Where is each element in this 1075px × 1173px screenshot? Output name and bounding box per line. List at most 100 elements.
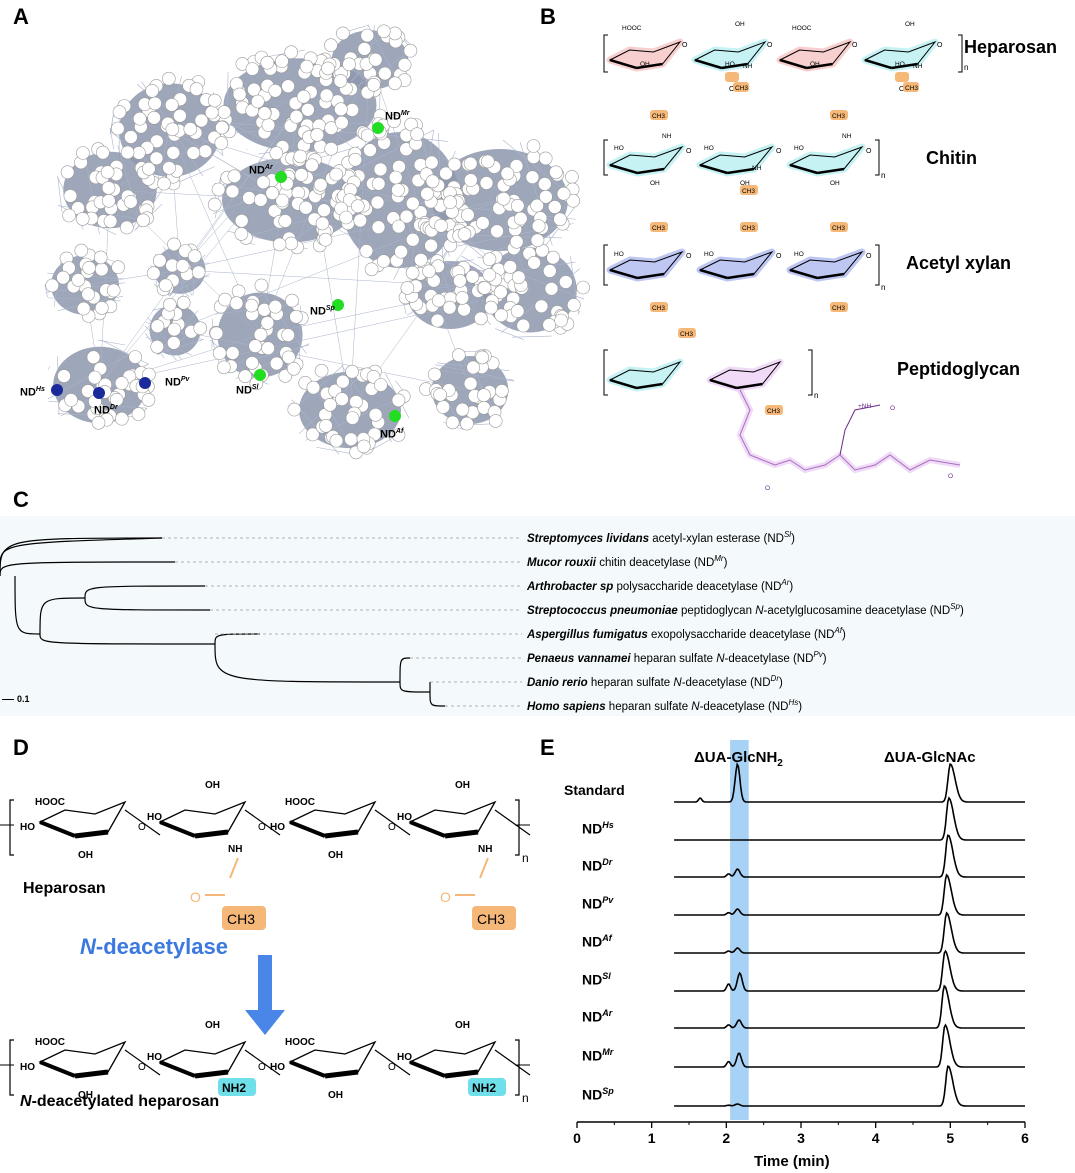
atom-label: HOOC	[792, 25, 812, 32]
network-node	[510, 199, 525, 213]
network-node	[167, 336, 181, 350]
network-node	[93, 250, 108, 265]
network-node	[547, 200, 562, 214]
network-node	[544, 281, 559, 296]
atom-label: OH	[78, 1090, 93, 1101]
network-edge	[84, 269, 181, 286]
network-node	[284, 236, 299, 251]
atom-label: n	[964, 63, 968, 72]
network-node	[336, 374, 350, 389]
sugar-bond	[817, 272, 845, 280]
network-node	[345, 364, 359, 379]
network-node	[546, 250, 560, 265]
network-node	[109, 392, 124, 407]
network-node	[145, 84, 159, 98]
sugar-bond	[444, 1069, 479, 1079]
atom-label: O	[190, 889, 201, 905]
network-node	[253, 327, 268, 342]
network-node	[516, 318, 531, 333]
glycosidic-bond	[494, 809, 531, 836]
network-node	[60, 165, 75, 179]
network-node	[253, 193, 268, 207]
network-node	[388, 76, 402, 91]
acetyl-bond	[479, 857, 489, 879]
network-node	[539, 190, 553, 204]
bracket	[603, 34, 963, 73]
highlight-node	[275, 171, 287, 183]
network-node	[245, 62, 260, 76]
network-node	[463, 173, 478, 187]
glycosidic-bond	[244, 809, 281, 836]
lysine-sidechain	[839, 404, 881, 456]
network-node	[91, 415, 106, 430]
network-node	[176, 295, 191, 310]
atom-label: CH3	[905, 85, 918, 92]
glycosidic-bond	[374, 809, 411, 836]
network-highlights	[51, 122, 401, 422]
network-node	[348, 152, 363, 167]
sugar-bond	[609, 58, 637, 70]
tree-branch	[39, 597, 86, 635]
chromatogram-trace	[674, 984, 1025, 1029]
network-node	[399, 209, 414, 224]
atom-label: CH3	[652, 305, 665, 312]
network-edge	[99, 59, 371, 386]
network-node	[167, 237, 181, 252]
network-node	[493, 285, 508, 299]
atom-label: OH	[78, 850, 93, 861]
atom-label: O	[388, 822, 396, 833]
network-node	[64, 393, 78, 407]
sugar-bond	[727, 272, 755, 280]
network-node	[147, 111, 161, 125]
network-node	[186, 146, 201, 160]
tree-branch	[39, 633, 216, 645]
network-node	[268, 299, 283, 314]
network-node	[207, 93, 222, 108]
atom-label: O	[767, 42, 773, 49]
network-edge	[408, 129, 435, 280]
network-node	[434, 219, 448, 233]
network-node	[131, 407, 146, 421]
atom-label: OH	[328, 850, 343, 861]
network-node	[94, 262, 109, 277]
network-node	[286, 361, 301, 376]
network-node	[342, 57, 356, 72]
network-node	[329, 433, 344, 448]
sugar-bond	[636, 382, 663, 390]
network-node	[234, 227, 249, 241]
network-node	[106, 283, 121, 298]
atom-label: HO	[147, 812, 162, 823]
chromatogram-trace	[674, 834, 1025, 878]
trace-label: NDPv	[582, 895, 614, 912]
sugar-bond	[194, 1069, 229, 1079]
network-node	[530, 233, 545, 248]
network-node	[373, 162, 388, 177]
atom-label: HOOC	[285, 1037, 315, 1048]
network-edge	[174, 329, 471, 391]
network-node	[553, 212, 567, 227]
sugar-bond	[159, 1060, 196, 1078]
network-node	[576, 280, 590, 295]
network-node	[133, 111, 147, 126]
network-node	[141, 393, 156, 407]
network-node	[306, 380, 321, 395]
atom-label: HO	[614, 251, 624, 258]
network-node	[82, 260, 96, 275]
reaction-arrow-shaft	[258, 955, 272, 1010]
network-node	[281, 350, 296, 365]
network-node	[496, 192, 511, 206]
atom-label: NH2	[222, 1081, 246, 1095]
network-node	[319, 418, 333, 433]
atom-label: OH	[740, 180, 750, 187]
highlight-node	[93, 387, 105, 399]
atom-label: OH	[650, 180, 660, 187]
network-edge	[495, 328, 524, 340]
network-nodes	[45, 24, 590, 460]
atom-label: n	[522, 1091, 529, 1105]
network-node	[359, 244, 374, 258]
network-node	[466, 360, 481, 375]
atom-label: NH	[842, 133, 852, 140]
tree-branch	[0, 561, 176, 577]
network-node	[260, 316, 275, 330]
peptide-highlight	[736, 388, 961, 474]
